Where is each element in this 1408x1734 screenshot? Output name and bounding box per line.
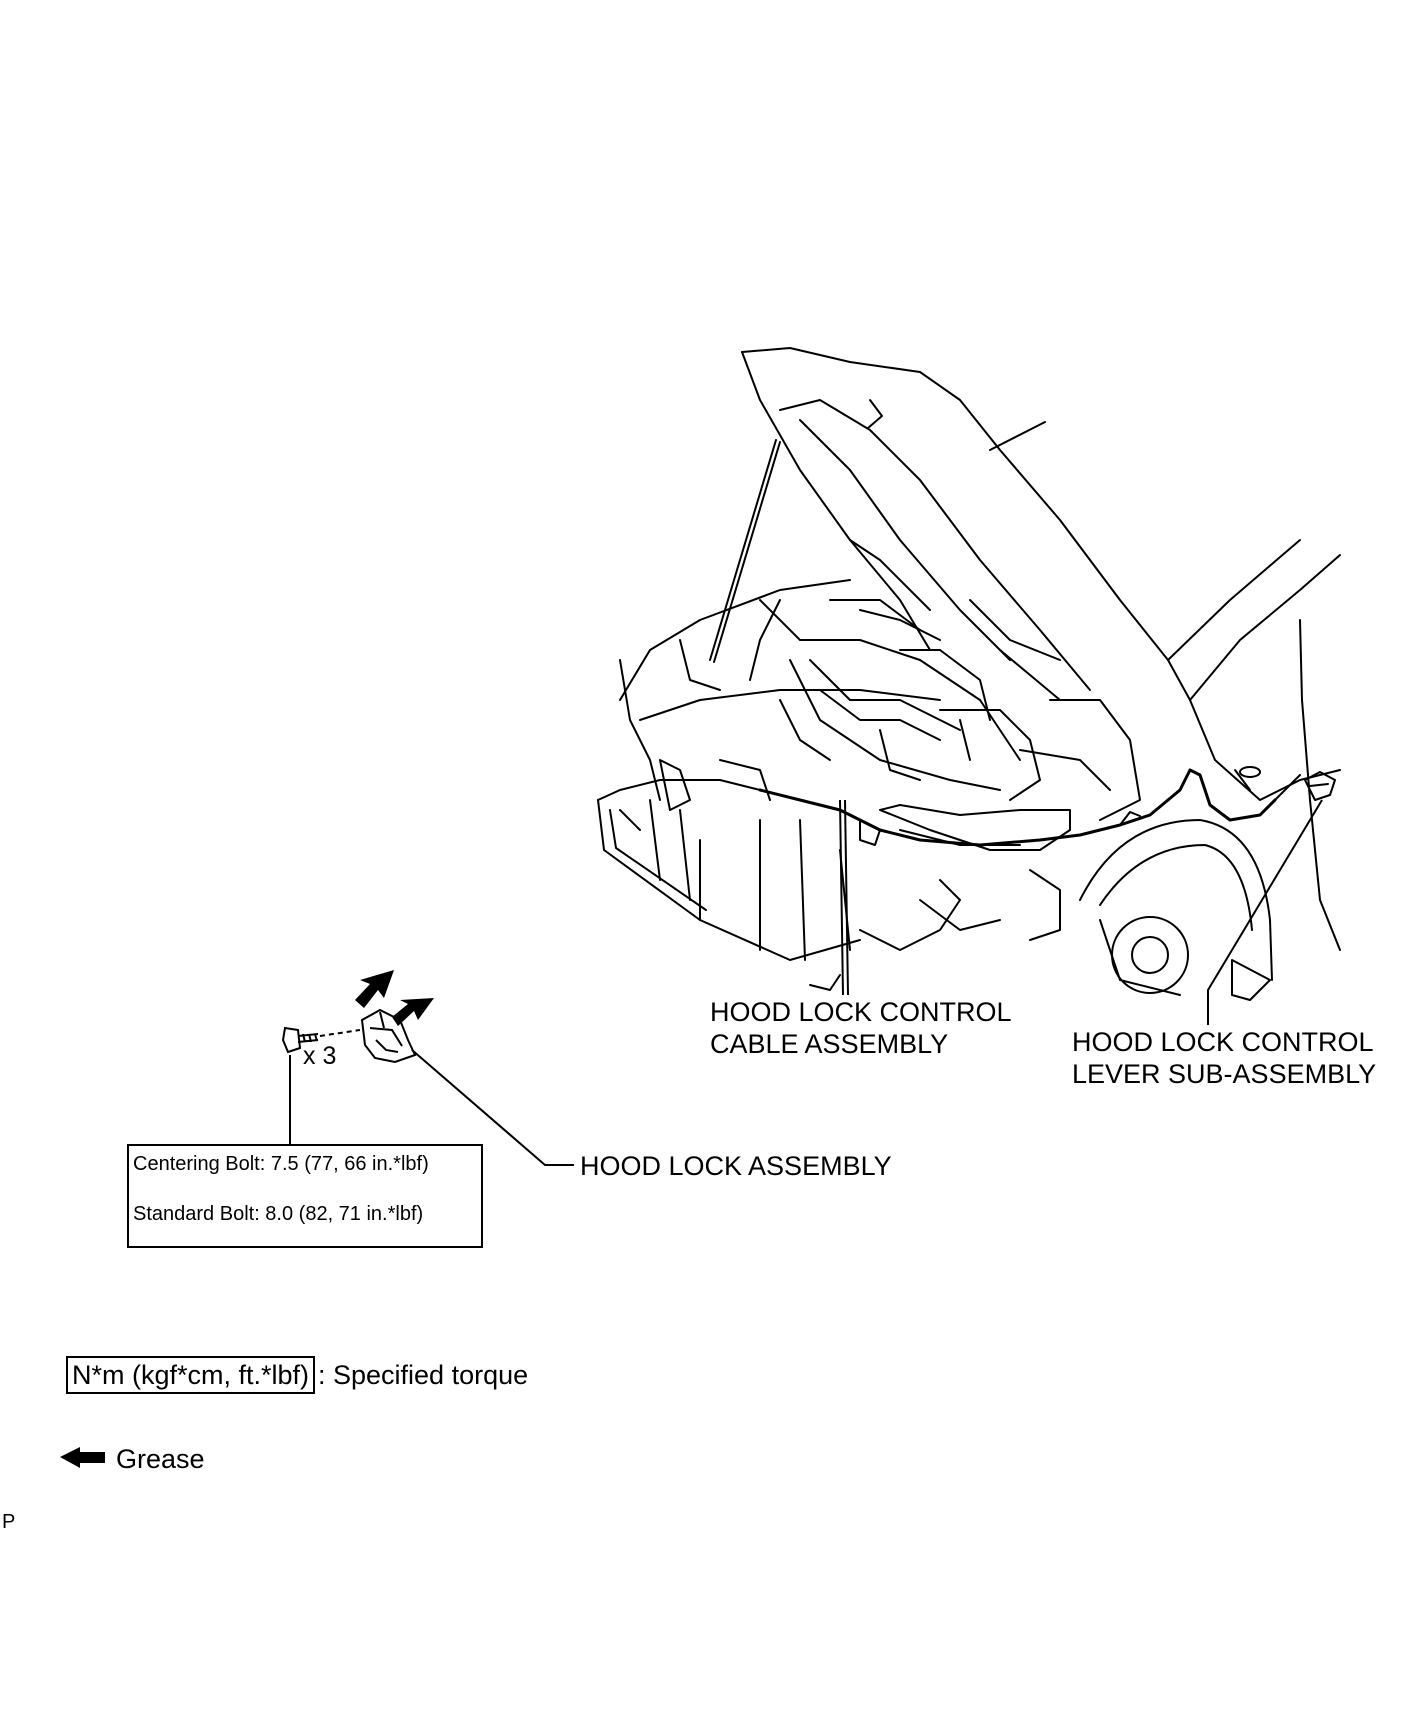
vehicle-illustration	[597, 347, 1341, 1001]
torque-centering: Centering Bolt: 7.5 (77, 66 in.*lbf)	[133, 1153, 429, 1175]
label-cable-line2: CABLE ASSEMBLY	[710, 1029, 949, 1059]
leader-lines	[289, 799, 1323, 1166]
label-bolt-count: x 3	[303, 1042, 337, 1070]
legend-torque-text: : Specified torque	[318, 1360, 529, 1390]
leader-cable	[844, 799, 849, 996]
corner-mark: P	[2, 1511, 16, 1533]
label-lever-line1: HOOD LOCK CONTROL	[1072, 1027, 1374, 1057]
bolt-icon	[281, 1026, 361, 1054]
torque-spec-box: Centering Bolt: 7.5 (77, 66 in.*lbf) Sta…	[127, 1144, 483, 1248]
legend-grease-text: Grease	[116, 1444, 205, 1474]
grease-arrow-icon	[60, 970, 434, 1468]
legend-grease-arrow	[60, 1447, 105, 1468]
label-cable-line1: HOOD LOCK CONTROL	[710, 997, 1012, 1027]
torque-standard: Standard Bolt: 8.0 (82, 71 in.*lbf)	[133, 1203, 424, 1225]
hood-lock-part-icon	[360, 1008, 417, 1064]
leader-hood-lock	[411, 1049, 574, 1166]
leader-cable-2	[839, 799, 844, 996]
leader-lever	[1207, 799, 1323, 1025]
legend-torque-unit: N*m (kgf*cm, ft.*lbf)	[66, 1356, 316, 1394]
label-hood-lock: HOOD LOCK ASSEMBLY	[580, 1151, 892, 1181]
label-lever-line2: LEVER SUB-ASSEMBLY	[1072, 1059, 1377, 1089]
